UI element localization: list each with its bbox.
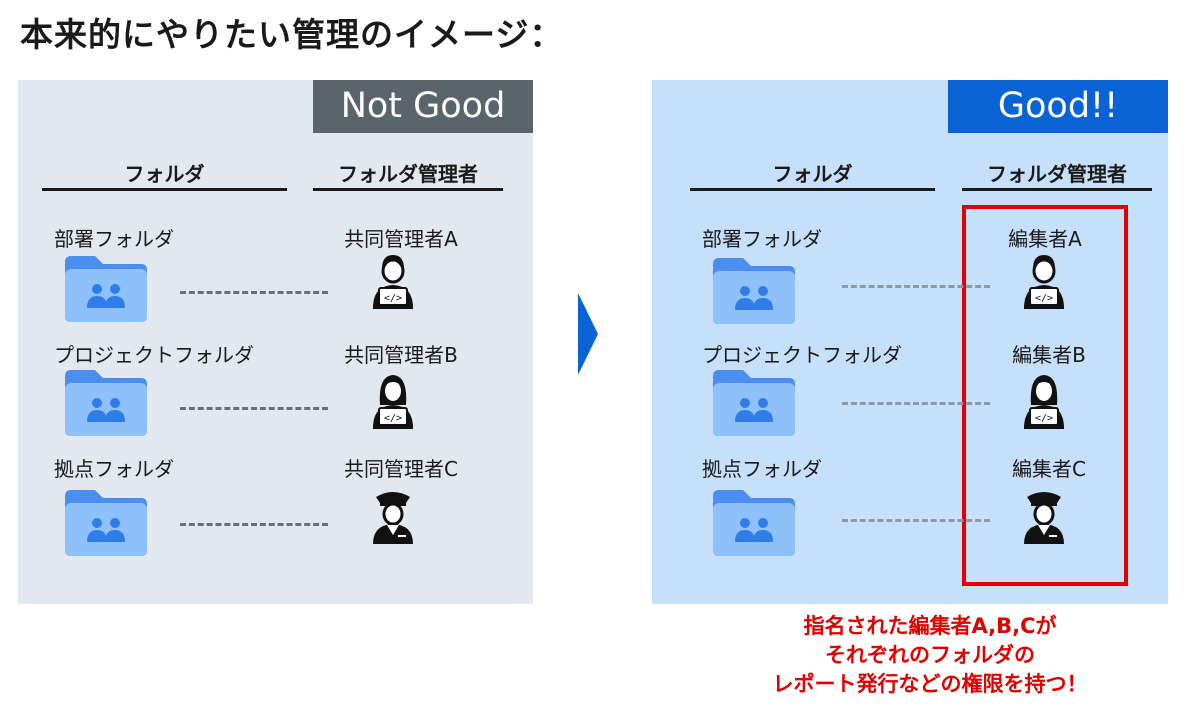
not-good-badge: Not Good bbox=[313, 80, 533, 133]
editor-label-b: 編集者B bbox=[1012, 343, 1086, 367]
folder-icon[interactable] bbox=[713, 370, 795, 436]
folder-header-underline bbox=[690, 188, 935, 191]
connector-line bbox=[180, 407, 328, 410]
connector-line bbox=[180, 523, 328, 526]
owner-label-b: 共同管理者B bbox=[344, 343, 458, 367]
not-good-panel: Not Good フォルダ フォルダ管理者 部署フォルダ 共同管理者A プロジェ… bbox=[18, 80, 533, 604]
folder-label-dept: 部署フォルダ bbox=[702, 227, 822, 251]
folder-icon[interactable] bbox=[65, 490, 147, 556]
folder-icon[interactable] bbox=[713, 258, 795, 324]
developer-woman-icon bbox=[1019, 372, 1069, 432]
editor-label-a: 編集者A bbox=[1008, 227, 1082, 251]
folder-label-dept: 部署フォルダ bbox=[54, 227, 174, 251]
folder-icon[interactable] bbox=[713, 490, 795, 556]
owner-label-a: 共同管理者A bbox=[344, 227, 458, 251]
folder-icon[interactable] bbox=[65, 370, 147, 436]
good-panel: Good!! フォルダ フォルダ管理者 部署フォルダ 編集者A プロジェクトフォ… bbox=[652, 80, 1168, 604]
folder-label-branch: 拠点フォルダ bbox=[54, 457, 174, 481]
officer-icon bbox=[368, 487, 418, 547]
developer-icon bbox=[1019, 252, 1069, 312]
connector-line bbox=[842, 402, 990, 405]
folder-header-underline bbox=[42, 188, 287, 191]
owner-header-underline bbox=[962, 188, 1152, 191]
note-line: レポート発行などの権限を持つ！ bbox=[772, 672, 1088, 696]
folder-column-header: フォルダ bbox=[772, 162, 853, 186]
owner-column-header: フォルダ管理者 bbox=[338, 162, 478, 186]
folder-label-project: プロジェクトフォルダ bbox=[54, 343, 254, 367]
good-badge: Good!! bbox=[948, 80, 1168, 133]
owner-label-c: 共同管理者C bbox=[344, 457, 458, 481]
chevron-right-icon bbox=[578, 293, 598, 375]
connector-line bbox=[842, 285, 990, 288]
owner-column-header: フォルダ管理者 bbox=[987, 162, 1127, 186]
owner-header-underline bbox=[313, 188, 503, 191]
folder-label-branch: 拠点フォルダ bbox=[702, 457, 822, 481]
permission-note: 指名された編集者A,B,Cが それぞれのフォルダの レポート発行などの権限を持つ… bbox=[740, 612, 1120, 699]
developer-woman-icon bbox=[368, 372, 418, 432]
officer-icon bbox=[1019, 487, 1069, 547]
connector-line bbox=[842, 519, 990, 522]
page-title: 本来的にやりたい管理のイメージ： bbox=[20, 15, 564, 54]
note-line: 指名された編集者A,B,Cが bbox=[803, 614, 1057, 638]
developer-icon bbox=[368, 252, 418, 312]
folder-icon[interactable] bbox=[65, 256, 147, 322]
connector-line bbox=[180, 291, 328, 294]
editor-highlight-box bbox=[962, 205, 1128, 586]
note-line: それぞれのフォルダの bbox=[825, 643, 1035, 667]
folder-column-header: フォルダ bbox=[124, 162, 205, 186]
folder-label-project: プロジェクトフォルダ bbox=[702, 343, 902, 367]
editor-label-c: 編集者C bbox=[1012, 457, 1086, 481]
